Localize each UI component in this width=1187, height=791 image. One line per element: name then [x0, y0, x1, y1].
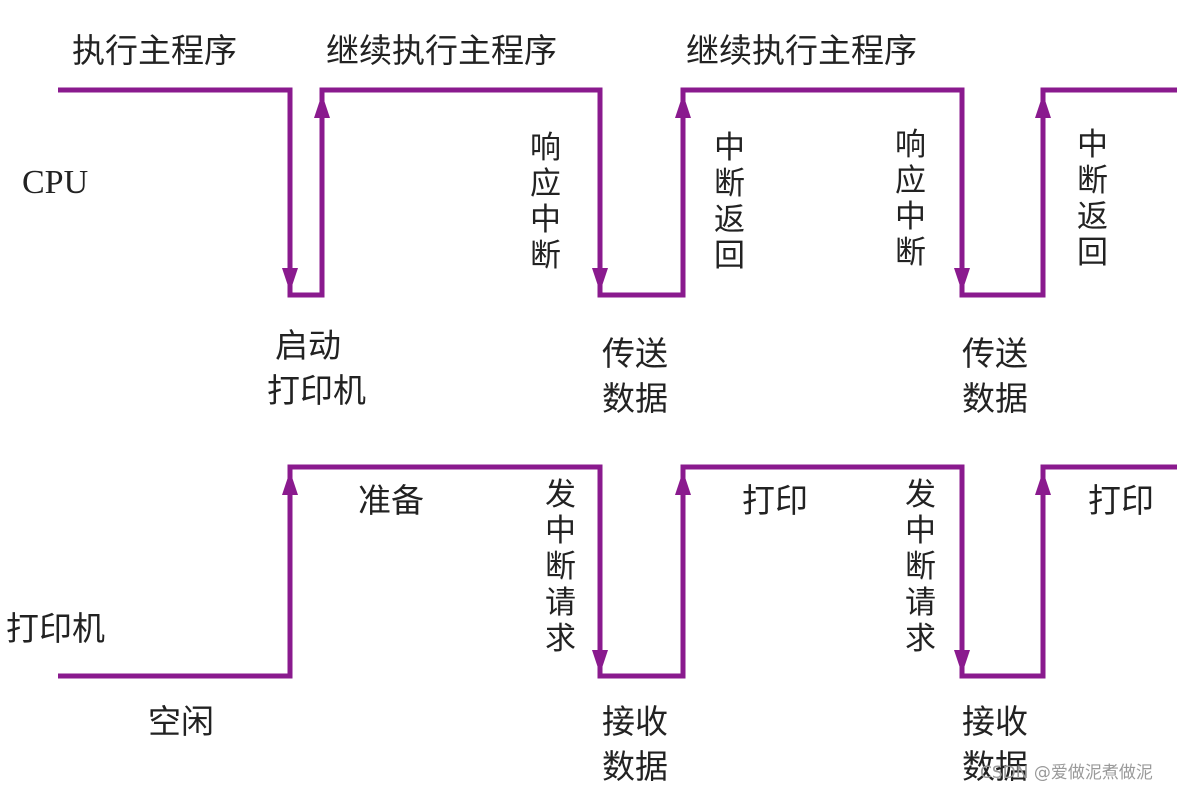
watermark: CSDN @爱做泥煮做泥 — [980, 763, 1153, 783]
label-idle: 空闲 — [148, 702, 214, 741]
label-transfer-data-1-line2: 数据 — [602, 379, 668, 418]
cpu-arrowhead-down-1 — [282, 268, 298, 292]
label-receive-data-2-line1: 接收 — [962, 702, 1028, 741]
printer-arrowhead-up-3 — [1035, 471, 1051, 495]
printer-arrowhead-up-2 — [675, 471, 691, 495]
cpu-arrowhead-up-1 — [314, 94, 330, 118]
label-start-printer-line2: 打印机 — [267, 371, 366, 410]
printer-arrowhead-down-1 — [592, 650, 608, 674]
label-print-1: 打印 — [742, 481, 808, 520]
label-receive-data-1-line1: 接收 — [602, 702, 668, 741]
label-transfer-data-2-line1: 传送 — [962, 334, 1028, 373]
label-respond-interrupt-2: 响应中断 — [895, 127, 926, 271]
printer-arrowhead-up-1 — [282, 471, 298, 495]
cpu-arrowhead-up-3 — [1035, 94, 1051, 118]
label-print-2: 打印 — [1088, 481, 1154, 520]
label-transfer-data-1-line1: 传送 — [602, 334, 668, 373]
label-interrupt-return-2: 中断返回 — [1077, 127, 1108, 271]
label-receive-data-1-line2: 数据 — [602, 747, 668, 786]
label-transfer-data-2-line2: 数据 — [962, 379, 1028, 418]
printer-waveform — [58, 464, 1177, 679]
cpu-waveform — [58, 87, 1177, 298]
label-interrupt-return-1: 中断返回 — [714, 130, 745, 274]
label-continue-main-2: 继续执行主程序 — [686, 31, 917, 70]
label-receive-data-2-line2: 数据 — [962, 747, 1028, 786]
label-send-interrupt-request-1: 发中断请求 — [545, 477, 576, 657]
row-label-cpu: CPU — [22, 164, 88, 201]
printer-arrowhead-down-2 — [954, 650, 970, 674]
label-respond-interrupt-1: 响应中断 — [530, 130, 561, 274]
label-send-interrupt-request-2: 发中断请求 — [905, 477, 936, 657]
cpu-arrowhead-down-3 — [954, 268, 970, 292]
row-label-printer: 打印机 — [6, 609, 105, 648]
label-execute-main: 执行主程序 — [72, 31, 237, 70]
label-continue-main-1: 继续执行主程序 — [326, 31, 557, 70]
label-start-printer-line1: 启动 — [275, 326, 341, 365]
label-prepare: 准备 — [358, 481, 424, 520]
cpu-arrowhead-down-2 — [592, 268, 608, 292]
cpu-arrowhead-up-2 — [675, 94, 691, 118]
